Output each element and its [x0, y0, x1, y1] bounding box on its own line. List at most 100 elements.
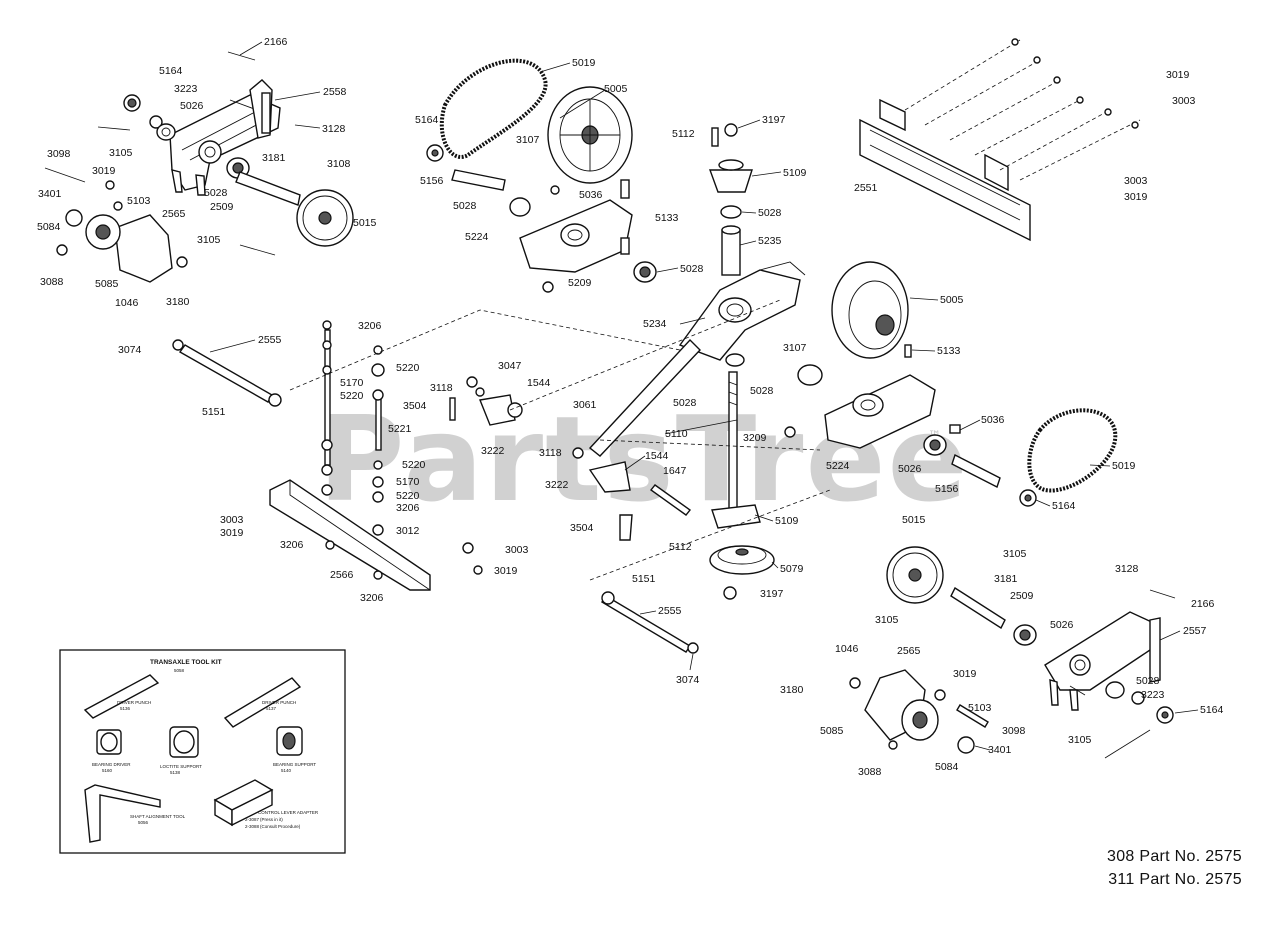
callout: 3222: [481, 445, 505, 457]
callout: 5028: [453, 200, 477, 212]
callout: 3223: [1141, 689, 1165, 701]
callout: 5235: [758, 235, 782, 247]
leader-lines: [209, 41, 1199, 751]
callout: 3107: [516, 134, 540, 146]
callout: 3105: [1068, 734, 1092, 746]
callout: 5109: [775, 515, 799, 527]
svg-text:5056: 5056: [138, 820, 149, 825]
callout: 3128: [1115, 563, 1139, 575]
callout: 5028: [750, 385, 774, 397]
callout: 5164: [159, 65, 183, 77]
chain-5019-right: [1027, 408, 1118, 493]
callout: 5028: [204, 187, 228, 199]
callout: 3118: [430, 382, 453, 394]
callout: 5015: [902, 514, 926, 526]
bottom-right-axle-assembly: [849, 546, 1176, 759]
shaft-2509-right: [950, 586, 1006, 630]
svg-text:LOCTITE SUPPORT: LOCTITE SUPPORT: [160, 764, 202, 769]
callout: 5085: [95, 278, 119, 290]
callout: 3003: [505, 544, 529, 556]
callout: 5026: [1050, 619, 1074, 631]
punch-5137: [223, 677, 302, 728]
punch-5136: [83, 674, 160, 719]
callout: 3197: [762, 114, 786, 126]
callout: 5085: [820, 725, 844, 737]
callout: 3047: [498, 360, 522, 372]
center-shaft-assembly: [588, 123, 821, 600]
callout: 3061: [573, 399, 597, 411]
shaft-2555-left: [178, 344, 273, 403]
shaft-5156-right: [951, 454, 1001, 488]
callout: 3181: [262, 152, 286, 164]
callout: 3128: [322, 123, 346, 135]
bracket-1544-right: [588, 461, 631, 493]
callout: 5170: [340, 377, 364, 389]
callout: 5019: [572, 57, 596, 69]
callout: 5026: [180, 100, 204, 112]
callout: 5133: [655, 212, 679, 224]
callout: 5209: [568, 277, 592, 289]
callout: 1046: [115, 297, 139, 309]
callout: 5164: [415, 114, 439, 126]
svg-text:5138: 5138: [170, 770, 181, 775]
pulley-5005-right: [831, 261, 909, 359]
svg-text:DRIVER PUNCH: DRIVER PUNCH: [117, 700, 151, 705]
footer-part-number-311: 311 Part No. 2575: [1108, 871, 1242, 888]
callout: 2555: [658, 605, 682, 617]
callout: 5151: [202, 406, 226, 418]
callout: 2166: [1191, 598, 1215, 610]
pulley-5005-top: [547, 86, 633, 184]
callout: 1046: [835, 643, 859, 655]
callout: 3223: [174, 83, 198, 95]
callout: 5110: [665, 428, 688, 440]
callout: 5084: [935, 761, 959, 773]
callout: 5019: [1112, 460, 1136, 472]
callout: 3003: [1172, 95, 1196, 107]
callout: 3019: [1124, 191, 1148, 203]
callout: 3206: [360, 592, 384, 604]
callout: 3206: [358, 320, 382, 332]
bar-2551: [859, 118, 1031, 242]
callout: 3105: [875, 614, 899, 626]
callout: 3012: [396, 525, 420, 537]
svg-text:BEARING DRIVER: BEARING DRIVER: [92, 762, 131, 767]
svg-text:2-3087: 2-3087: [245, 817, 260, 822]
callout: 5151: [632, 573, 656, 585]
callout: 3003: [1124, 175, 1148, 187]
right-center-assembly: [784, 261, 1118, 507]
callout: 5084: [37, 221, 61, 233]
svg-text:5136: 5136: [120, 706, 131, 711]
callout: 2551: [854, 182, 878, 194]
callout: 5103: [968, 702, 992, 714]
callout: 5036: [579, 189, 603, 201]
callout: 3105: [197, 234, 221, 246]
callout: 3180: [166, 296, 190, 308]
callout: 2558: [323, 86, 347, 98]
callout: 1544: [527, 377, 551, 389]
svg-text:DRIVER PUNCH: DRIVER PUNCH: [262, 700, 296, 705]
callout: 3019: [220, 527, 244, 539]
kit-number: 5058: [174, 668, 185, 673]
callout: 5220: [402, 459, 426, 471]
svg-text:2-3088: 2-3088: [245, 824, 260, 829]
callout: 5224: [826, 460, 850, 472]
callout: 1647: [663, 465, 687, 477]
bolt-row-upper: [904, 38, 1141, 181]
callout: 1544: [645, 450, 669, 462]
svg-text:(Consult Procedure): (Consult Procedure): [260, 824, 301, 829]
callout: 5156: [935, 483, 959, 495]
callout: 3098: [1002, 725, 1026, 737]
callout: 3098: [47, 148, 71, 160]
callout: 3504: [403, 400, 427, 412]
callout: 5028: [673, 397, 697, 409]
callout: 5026: [898, 463, 922, 475]
callout: 5156: [420, 175, 444, 187]
callout: 5170: [396, 476, 420, 488]
svg-text:SHAFT ALIGNMENT TOOL: SHAFT ALIGNMENT TOOL: [130, 814, 186, 819]
callout: 3105: [1003, 548, 1027, 560]
chain-5019-top: [439, 58, 548, 159]
svg-text:5140: 5140: [281, 768, 292, 773]
gear-5109-bottom: [711, 504, 761, 529]
callout: 3074: [676, 674, 700, 686]
callout: 5028: [1136, 675, 1160, 687]
